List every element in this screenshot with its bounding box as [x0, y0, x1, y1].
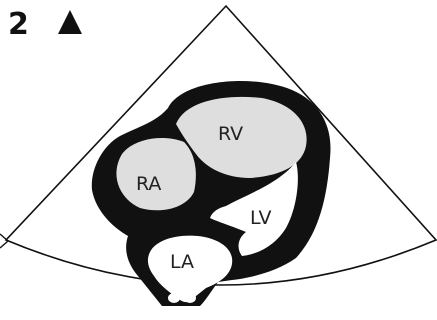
sector-left-edge-mark	[0, 233, 10, 249]
label-rv: RV	[218, 123, 243, 145]
view-number: 2	[8, 7, 29, 42]
label-la: LA	[170, 251, 194, 273]
right-ventricle	[176, 96, 307, 178]
pulmonary-vein-right	[184, 293, 196, 303]
right-atrium	[116, 138, 196, 211]
left-ventricle	[210, 162, 298, 256]
pulmonary-vein-left	[168, 293, 180, 303]
left-atrium	[147, 235, 233, 303]
label-lv: LV	[250, 207, 272, 229]
label-ra: RA	[136, 173, 161, 195]
triangle-marker-icon	[58, 10, 82, 34]
